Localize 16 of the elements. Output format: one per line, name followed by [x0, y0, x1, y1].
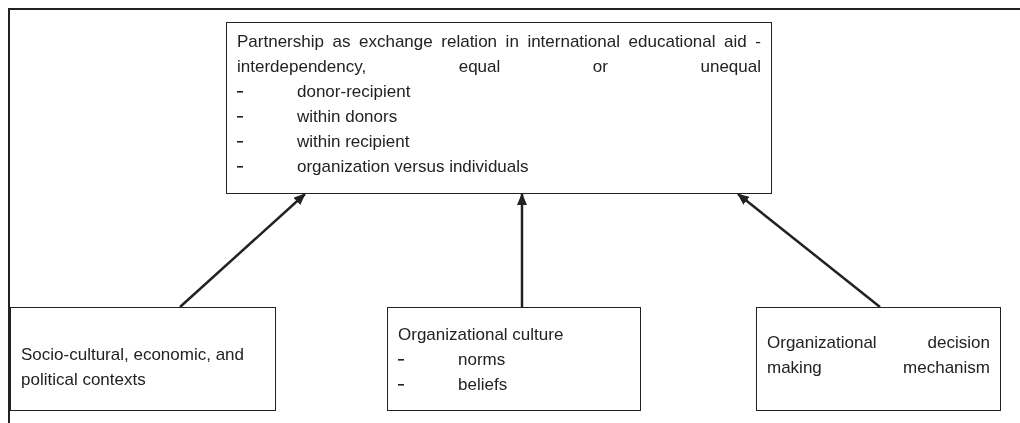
text-box [226, 22, 772, 194]
text-box [756, 307, 1001, 411]
list-item: within recipient [297, 131, 410, 153]
text-box [10, 307, 276, 411]
box-text: Organizational decision making mechanism [767, 332, 990, 379]
text-box [387, 307, 641, 411]
list-item: within donors [297, 106, 398, 128]
arrow [179, 193, 306, 308]
list-item: donor-recipient [297, 81, 411, 103]
list-item: beliefs [458, 374, 508, 396]
arrow [737, 193, 881, 308]
arrow [517, 193, 527, 307]
box-text: Organizational culture [398, 324, 565, 346]
box-text: Socio-cultural, economic, and political contexts [21, 344, 245, 391]
list-item: norms [458, 349, 506, 371]
list-item: organization versus individuals [297, 156, 529, 178]
